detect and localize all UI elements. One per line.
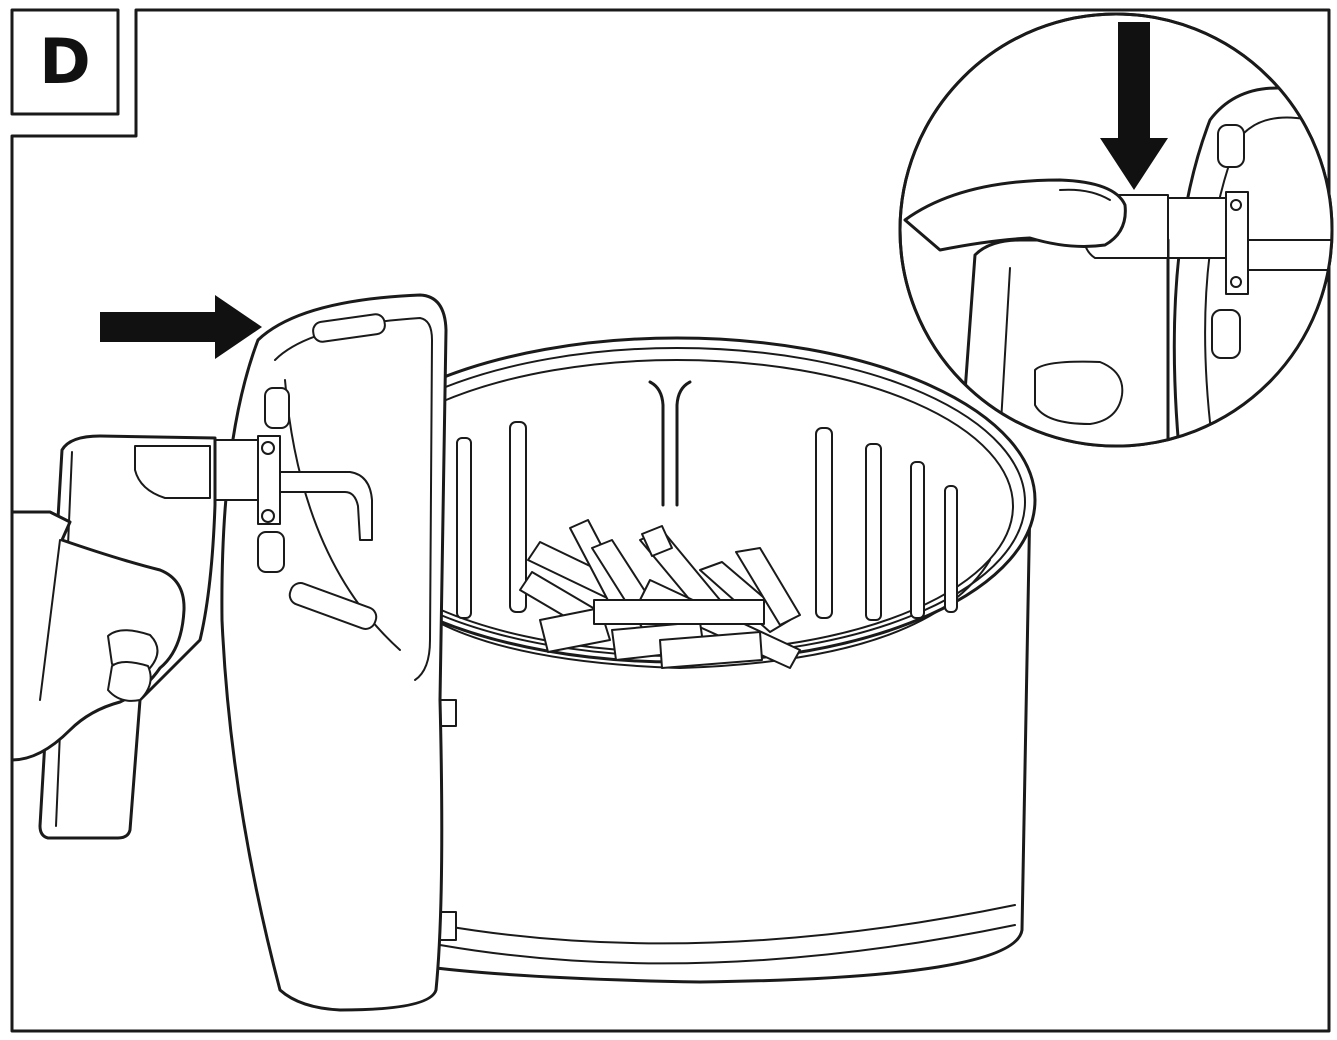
french-fries (519, 519, 801, 669)
basket-handle-assembly (38, 293, 448, 1012)
hand-holding-handle (10, 510, 186, 762)
down-arrow-icon (1100, 22, 1168, 190)
diagram-frame (10, 8, 1331, 1033)
right-arrow-icon (100, 295, 262, 359)
step-label-box (10, 8, 120, 116)
step-label: D (39, 25, 91, 98)
